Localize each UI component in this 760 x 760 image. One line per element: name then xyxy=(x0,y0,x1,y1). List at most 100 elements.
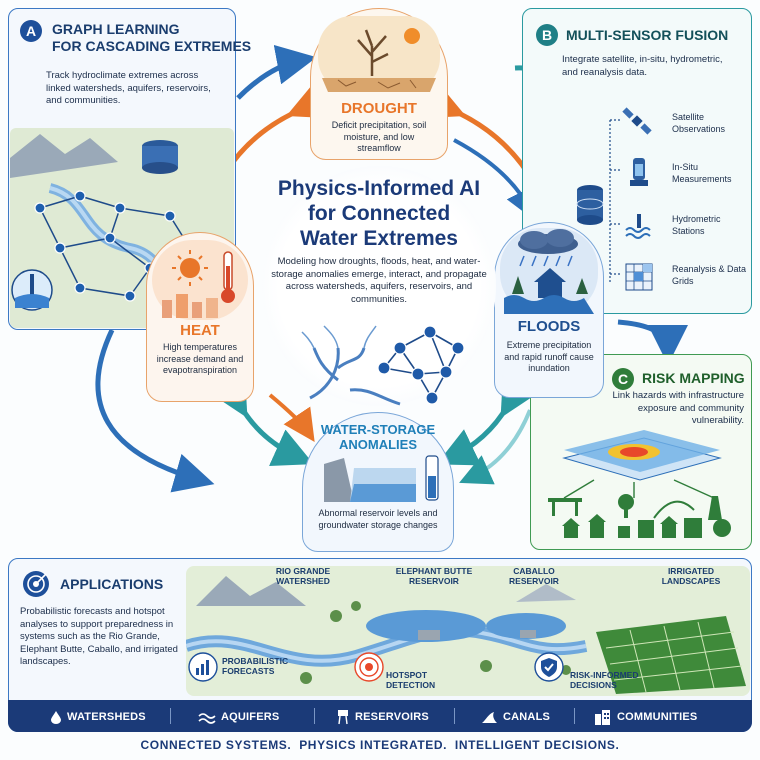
target-icon xyxy=(354,652,384,682)
bar-label-watersheds: WATERSHEDS xyxy=(67,711,146,723)
place-rio-grande-line2: WATERSHED xyxy=(276,576,330,586)
sensor-label-satellite: Satellite Observations xyxy=(672,112,726,134)
place-rio-grande-line1: RIO GRANDE xyxy=(275,566,331,576)
output-probabilistic-line2: FORECASTS xyxy=(222,666,275,676)
center-title: Physics-Informed AI for Connected Water … xyxy=(262,176,496,251)
place-caballo-line1: CABALLO xyxy=(513,566,555,576)
applications-title: APPLICATIONS xyxy=(60,576,164,592)
storage-title: WATER-STORAGE ANOMALIES xyxy=(302,422,454,452)
heat-text: High temperatures increase demand and ev… xyxy=(156,342,244,375)
panel-c-badge: C xyxy=(612,368,634,390)
storage-text: Abnormal reservoir levels and groundwate… xyxy=(318,508,438,530)
output-hotspot: HOTSPOT DETECTION xyxy=(386,670,456,690)
buildings-icon xyxy=(595,710,610,725)
panel-c-title: RISK MAPPING xyxy=(642,370,745,386)
center-title-line1: Physics-Informed AI xyxy=(277,177,481,200)
waves-icon xyxy=(198,713,216,724)
place-rio-grande: RIO GRANDE WATERSHED xyxy=(258,566,348,586)
output-probabilistic-line1: PROBABILISTIC xyxy=(222,656,289,666)
place-irrigated-line1: IRRIGATED xyxy=(667,566,715,576)
bar-item-reservoirs: RESERVOIRS xyxy=(336,708,429,726)
shield-check-icon xyxy=(534,652,564,682)
applications-text: Probabilistic forecasts and hotspot anal… xyxy=(20,606,178,667)
center-title-line3: Water Extremes xyxy=(300,227,458,250)
drought-illustration xyxy=(318,16,440,92)
heat-title: HEAT xyxy=(180,322,220,339)
bar-item-watersheds: WATERSHEDS xyxy=(50,708,146,726)
panel-a-badge: A xyxy=(20,20,42,42)
arrow-heat-storage xyxy=(210,373,314,466)
bar-item-communities: COMMUNITIES xyxy=(594,708,697,726)
panel-a-title: GRAPH LEARNING FOR CASCADING EXTREMES xyxy=(52,21,251,55)
place-irrigated-line2: LANDSCAPES xyxy=(661,576,721,586)
grid-icon xyxy=(625,263,653,291)
place-irrigated: IRRIGATED LANDSCAPES xyxy=(646,566,736,586)
water-tower-icon xyxy=(338,710,348,725)
arrow-a-to-storage xyxy=(95,328,215,493)
place-caballo: CABALLO RESERVOIR xyxy=(494,566,574,586)
drought-text: Deficit precipitation, soil moisture, an… xyxy=(331,120,427,153)
output-probabilistic: PROBABILISTIC FORECASTS xyxy=(222,656,302,676)
risk-map-illustration xyxy=(548,430,731,538)
place-elephant-butte-line1: ELEPHANT BUTTE xyxy=(395,566,473,576)
center-description: Modeling how droughts, floods, heat, and… xyxy=(271,256,487,305)
satellite-icon xyxy=(622,107,652,135)
output-risk-informed: RISK-INFORMED DECISIONS xyxy=(570,670,650,690)
place-elephant-butte-line2: RESERVOIR xyxy=(409,576,459,586)
database-icon xyxy=(576,185,604,225)
place-caballo-line2: RESERVOIR xyxy=(509,576,559,586)
output-risk-informed-line1: RISK-INFORMED xyxy=(570,670,639,680)
output-hotspot-line1: HOTSPOT xyxy=(386,670,428,680)
bar-divider xyxy=(574,708,575,724)
center-title-line2: for Connected xyxy=(307,202,451,225)
target-badge-icon xyxy=(23,571,49,597)
arrow-floods-storage-light xyxy=(459,409,532,485)
storage-title-line1: WATER-STORAGE xyxy=(320,422,436,437)
bar-label-communities: COMMUNITIES xyxy=(617,711,698,723)
panel-a-text: Track hydroclimate extremes across linke… xyxy=(46,70,211,106)
arrow-heat-storage-orange xyxy=(268,393,315,442)
water-drop-icon xyxy=(51,711,61,724)
floods-illustration xyxy=(500,228,598,314)
bar-item-canals: CANALS xyxy=(480,708,550,726)
panel-b-title: MULTI-SENSOR FUSION xyxy=(566,27,729,43)
arrow-a-to-drought xyxy=(236,44,317,100)
arrow-floods-to-c xyxy=(617,319,688,365)
sensor-connector xyxy=(576,119,620,284)
water-wave-icon xyxy=(625,214,651,239)
floods-text: Extreme precipitation and rapid runoff c… xyxy=(504,340,594,373)
output-risk-informed-line2: DECISIONS xyxy=(570,680,617,690)
tree-network-illustration xyxy=(301,325,465,406)
panel-b-text: Integrate satellite, in-situ, hydrometri… xyxy=(562,54,723,78)
tagline: CONNECTED SYSTEMS. PHYSICS INTEGRATED. I… xyxy=(140,738,620,752)
rain-gauge-icon xyxy=(630,158,648,186)
bar-chart-icon xyxy=(188,652,218,682)
panel-b-badge: B xyxy=(536,24,558,46)
sensor-label-in-situ: In-Situ Measurements xyxy=(672,162,732,184)
irrigated-fields xyxy=(596,616,746,694)
bar-item-aquifers: AQUIFERS xyxy=(198,708,279,726)
sensor-label-hydrometric: Hydrometric Stations xyxy=(672,214,721,236)
bar-label-canals: CANALS xyxy=(503,711,551,723)
storage-title-line2: ANOMALIES xyxy=(339,437,417,452)
bar-label-aquifers: AQUIFERS xyxy=(221,711,280,723)
canal-icon xyxy=(482,712,497,723)
reservoir-illustration xyxy=(324,455,439,502)
sensor-label-reanalysis: Reanalysis & Data Grids xyxy=(672,264,747,286)
floods-title: FLOODS xyxy=(517,318,581,335)
bar-label-reservoirs: RESERVOIRS xyxy=(355,711,429,723)
bottom-bar xyxy=(8,700,752,732)
panel-a-title-line1: GRAPH LEARNING xyxy=(52,21,180,37)
bar-divider xyxy=(314,708,315,724)
panel-c-text: Link hazards with infrastructure exposur… xyxy=(612,390,744,426)
output-hotspot-line2: DETECTION xyxy=(386,680,436,690)
bar-divider xyxy=(454,708,455,724)
arrow-floods-storage xyxy=(436,373,538,466)
panel-a-title-line2: FOR CASCADING EXTREMES xyxy=(52,38,252,54)
rio-grande-landscape xyxy=(186,566,750,696)
bar-divider xyxy=(170,708,171,724)
heat-illustration xyxy=(152,240,248,320)
place-elephant-butte: ELEPHANT BUTTE RESERVOIR xyxy=(384,566,484,586)
drought-title: DROUGHT xyxy=(341,100,417,117)
